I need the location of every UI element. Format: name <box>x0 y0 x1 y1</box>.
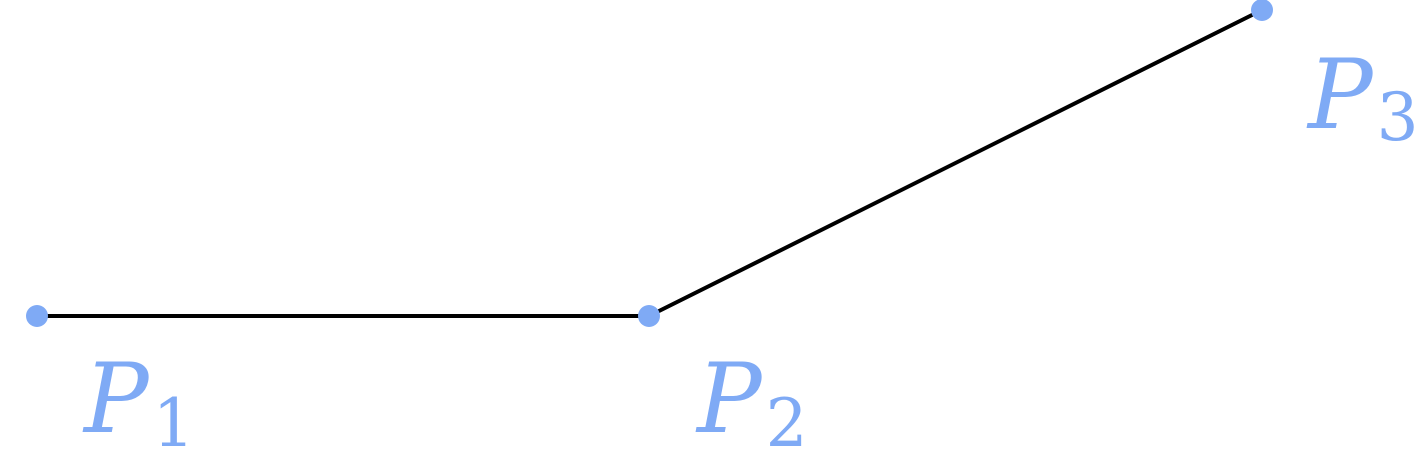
point-p1-marker <box>26 305 48 327</box>
point-p1-label: P1 <box>82 343 195 462</box>
point-p2-marker <box>638 305 660 327</box>
point-p3-marker <box>1251 0 1273 21</box>
point-p2-letter: P <box>695 343 763 455</box>
point-p2-label: P2 <box>695 343 808 462</box>
point-p3-subscript: 3 <box>1377 79 1419 156</box>
point-p3-label: P3 <box>1306 39 1419 156</box>
point-p1-subscript: 1 <box>153 385 195 462</box>
segment-p2-p3 <box>647 8 1264 318</box>
point-p1-letter: P <box>82 343 150 455</box>
point-p2-subscript: 2 <box>766 385 808 462</box>
point-p3-letter: P <box>1306 39 1374 151</box>
